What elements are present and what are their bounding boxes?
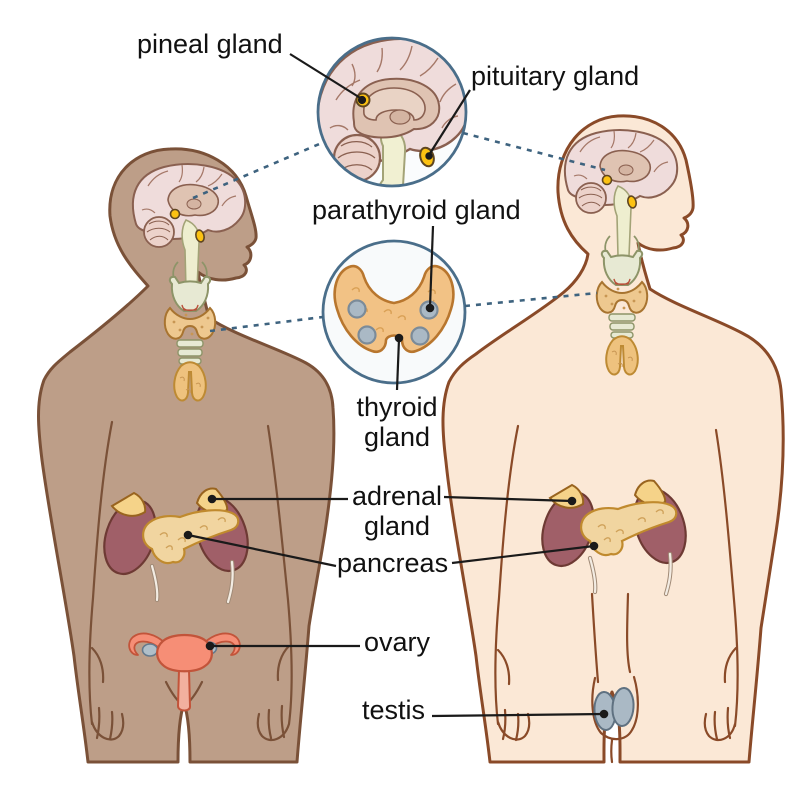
dashed-connectors xyxy=(192,131,606,333)
female-body-silhouette xyxy=(37,147,336,764)
male-testes xyxy=(591,675,639,741)
female-ovary-left xyxy=(141,643,159,657)
label-adrenal-gland: adrenal gland xyxy=(330,481,464,541)
male-figure xyxy=(441,114,785,764)
label-pituitary-gland: pituitary gland xyxy=(471,61,640,91)
inset-parathyroid-glands xyxy=(347,299,439,346)
female-figure xyxy=(37,147,336,764)
brain-inset xyxy=(316,36,468,188)
male-interior-lines xyxy=(494,424,739,764)
label-ovary: ovary xyxy=(364,627,431,657)
label-pineal-gland: pineal gland xyxy=(137,29,283,59)
male-body-silhouette xyxy=(441,114,785,764)
label-adrenal-line2: gland xyxy=(363,511,431,542)
female-interior-lines xyxy=(88,420,293,742)
leader-lines xyxy=(183,53,609,719)
label-thyroid-line2: gland xyxy=(363,422,431,453)
label-adrenal-line1: adrenal xyxy=(351,481,443,511)
label-parathyroid-gland: parathyroid gland xyxy=(312,195,521,225)
thyroid-inset xyxy=(321,239,467,385)
label-testis: testis xyxy=(362,695,426,725)
label-thyroid-gland: thyroid gland xyxy=(330,392,464,452)
male-testis-right xyxy=(611,687,635,727)
label-pancreas: pancreas xyxy=(337,548,449,578)
label-thyroid-line1: thyroid xyxy=(356,392,438,422)
